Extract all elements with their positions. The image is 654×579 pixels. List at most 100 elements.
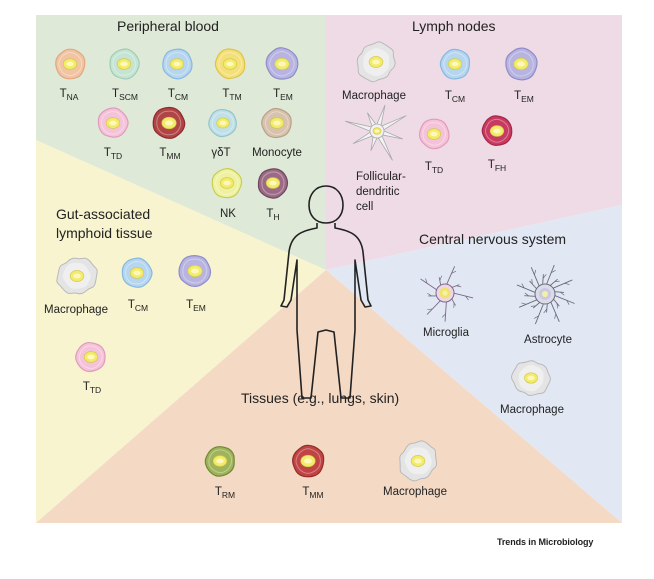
- gut-mac-nucleus-core: [73, 273, 81, 279]
- ln-ttd-label-subscript: TD: [432, 165, 443, 175]
- pb-nk-nucleus-core: [223, 180, 231, 186]
- cns-micro-process-branch: [427, 308, 433, 310]
- ti-tmm-cytoplasm-ring: [295, 448, 321, 474]
- cns-astro-process-branch: [521, 283, 525, 289]
- ln-fdc-label-line3: cell: [356, 201, 373, 213]
- pb-tcm-nucleus-core: [173, 61, 181, 67]
- cell-pb-tscm: TSCM: [109, 48, 140, 102]
- ti-trm-label: TRM: [215, 486, 235, 500]
- cns-astro-label: Astrocyte: [524, 334, 572, 346]
- ti-mac-label: Macrophage: [383, 486, 447, 498]
- cell-ti-tmm: TMM: [292, 444, 325, 500]
- ln-tfh-cytoplasm-ring: [485, 118, 510, 143]
- pb-tna-nucleus-core: [66, 61, 74, 67]
- pb-tna-cytoplasm-ring: [58, 51, 83, 76]
- pb-ttd-label-subscript: TD: [111, 151, 122, 161]
- cns-astro-process-branch: [521, 302, 527, 305]
- cns-mac-label-base: Macrophage: [500, 404, 564, 416]
- region-tissues: [36, 270, 622, 523]
- gut-ttd-label-subscript: TD: [90, 385, 101, 395]
- gut-tem-label-base: T: [186, 299, 193, 311]
- gut-tem-label: TEM: [186, 299, 206, 313]
- ti-tmm-nucleus-core: [304, 458, 312, 464]
- cns-micro-process: [438, 277, 442, 286]
- cns-micro-process-branch: [441, 313, 446, 318]
- cns-micro-process: [453, 292, 474, 299]
- cns-astro-process: [534, 303, 544, 325]
- ti-trm-label-subscript: RM: [222, 490, 235, 500]
- cns-astro-process-branch: [534, 269, 537, 275]
- cns-astro-process: [549, 278, 558, 286]
- cell-ln-tem: TEM: [505, 47, 538, 104]
- ln-tcm-label: TCM: [445, 90, 465, 104]
- cns-micro-process-branch: [425, 278, 428, 284]
- pb-tcm-label-subscript: CM: [175, 92, 188, 102]
- cns-astro-process-branch: [560, 291, 565, 296]
- cns-micro-process-branch: [456, 285, 462, 288]
- pb-th-label: TH: [266, 208, 279, 222]
- pb-gdt-label-base: γδT: [211, 147, 230, 159]
- cell-cns-mac: Macrophage: [500, 360, 564, 416]
- ln-fdc-nucleus-core: [374, 129, 380, 133]
- ln-tem-cytoplasm-ring: [508, 51, 534, 77]
- cns-astro-process: [542, 274, 544, 285]
- cns-astro-label-base: Astrocyte: [524, 334, 572, 346]
- ti-tmm-label-base: T: [302, 486, 309, 498]
- gut-tcm-cytoplasm-ring: [125, 261, 149, 285]
- pb-ttd-cytoplasm-ring: [101, 110, 125, 135]
- cell-gut-mac: Macrophage: [44, 257, 108, 316]
- pb-tem-label-base: T: [273, 88, 280, 100]
- cns-micro-process: [451, 284, 460, 288]
- cns-astro-process-branch: [564, 282, 570, 285]
- pb-tmm-nucleus-core: [165, 120, 173, 126]
- gut-ttd-label: TTD: [83, 381, 101, 395]
- cell-pb-ttm: TTM: [214, 48, 246, 102]
- pb-ttd-label-base: T: [104, 147, 111, 159]
- cell-ln-tfh: TFH: [481, 115, 513, 173]
- cell-cns-micro: Microglia: [420, 266, 474, 339]
- cns-astro-process-branch: [542, 274, 547, 279]
- pb-tscm-cytoplasm-ring: [112, 51, 136, 76]
- cell-pb-th: TH: [257, 168, 289, 222]
- region-label-gut-line1: Gut-associated: [56, 206, 150, 222]
- pb-ttd-nucleus-core: [109, 120, 117, 126]
- gut-ttd-nucleus-core: [87, 354, 95, 360]
- gut-mac-label: Macrophage: [44, 304, 108, 316]
- region-peripheral-blood: [36, 15, 326, 270]
- cell-pb-nk: NK: [211, 167, 243, 220]
- gut-tem-label-subscript: EM: [193, 303, 206, 313]
- cns-astro-process-branch: [531, 279, 533, 285]
- cell-pb-gdt: γδT: [208, 108, 237, 159]
- cell-pb-mono: Monocyte: [252, 107, 302, 159]
- cns-micro-process: [451, 298, 456, 306]
- ln-tcm-cytoplasm-ring: [443, 52, 468, 77]
- cns-astro-process: [532, 302, 541, 309]
- gut-tcm-nucleus-core: [133, 270, 141, 276]
- cns-micro-process: [426, 300, 441, 315]
- cns-micro-process: [420, 278, 437, 291]
- pb-tna-label-subscript: NA: [67, 92, 79, 102]
- pb-tmm-label-subscript: MM: [166, 151, 180, 161]
- cns-micro-label-base: Microglia: [423, 327, 470, 339]
- cns-astro-process: [530, 267, 540, 287]
- ti-trm-nucleus-core: [216, 458, 224, 464]
- gut-tcm-label-base: T: [128, 299, 135, 311]
- gut-tcm-label: TCM: [128, 299, 148, 313]
- ln-tcm-nucleus-core: [451, 61, 459, 67]
- human-body-outline: [280, 185, 372, 399]
- region-gut-associated: [36, 140, 326, 523]
- pb-tem-label: TEM: [273, 88, 293, 102]
- pb-tscm-label-subscript: SCM: [119, 92, 138, 102]
- cell-pb-tcm: TCM: [162, 48, 193, 102]
- cns-astro-process-branch: [534, 315, 539, 319]
- pb-tna-label: TNA: [60, 88, 79, 102]
- cns-astro-process-branch: [524, 292, 529, 297]
- region-lymph-nodes: [326, 15, 622, 270]
- cns-astro-process: [554, 291, 565, 293]
- ln-fdc-label-base: Follicular-: [356, 171, 406, 183]
- cns-astro-process-branch: [554, 280, 560, 283]
- ln-tfh-label: TFH: [488, 159, 506, 173]
- pb-tem-nucleus-core: [278, 61, 286, 67]
- ln-ttd-nucleus-core: [430, 131, 438, 137]
